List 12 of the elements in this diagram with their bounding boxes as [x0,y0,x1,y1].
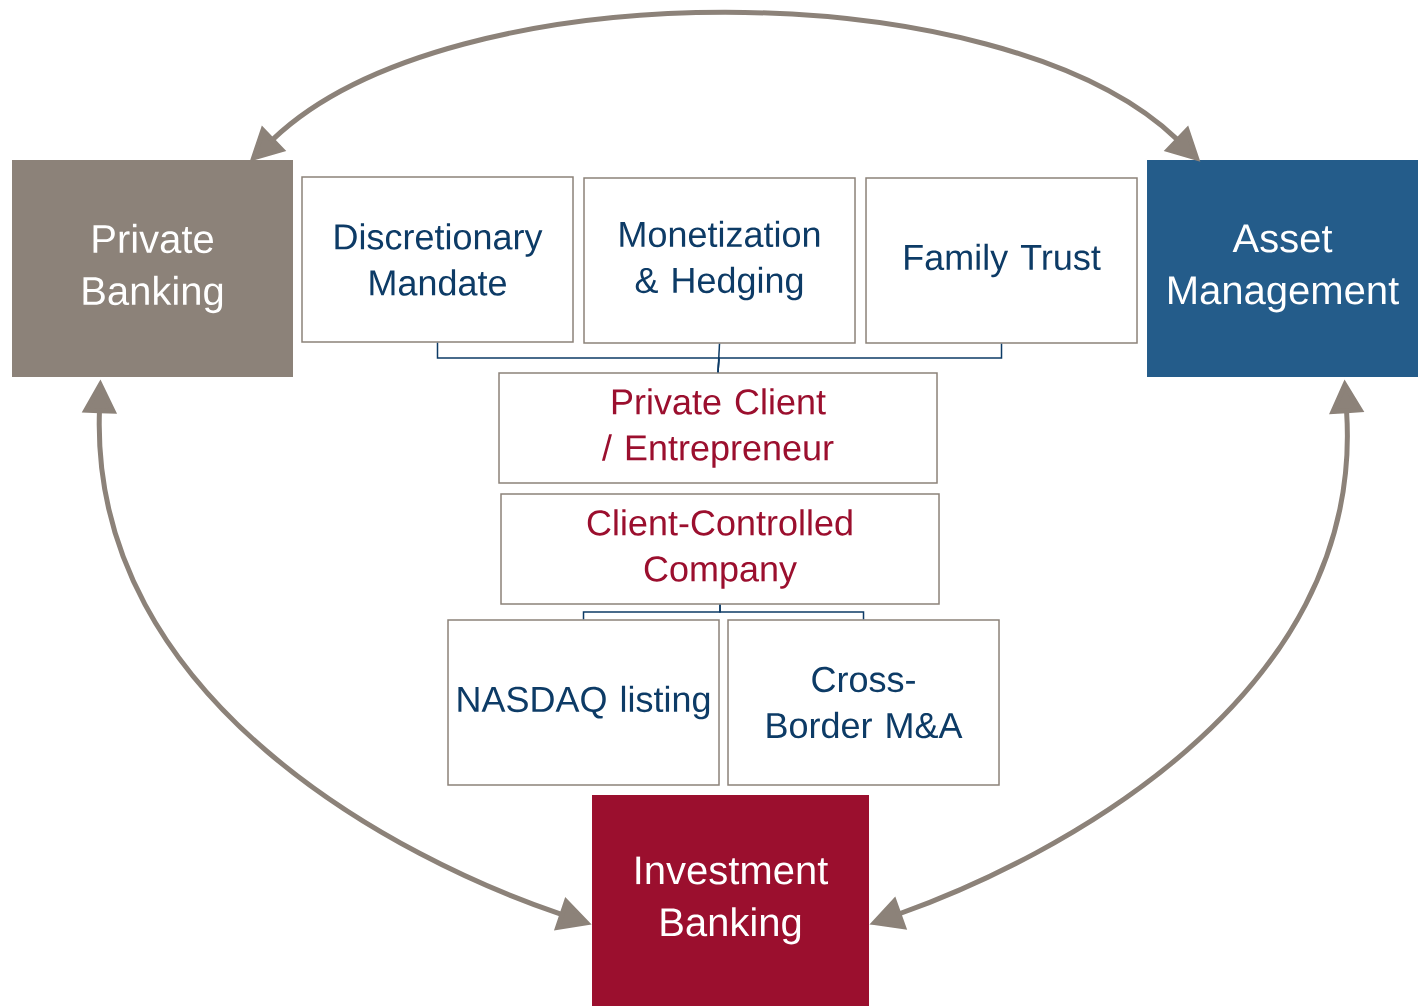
product-box: Discretionary Mandate [301,176,574,343]
service-box: Private Banking [12,160,293,377]
service-box: Asset Management [1147,160,1418,377]
connector-line [719,604,865,620]
product-box: Monetization & Hedging [583,177,856,344]
connector-line [717,343,1003,373]
client-box: Client-Controlled Company [500,493,940,605]
product-box: NASDAQ listing [447,619,720,786]
product-box: Family Trust [865,177,1138,344]
service-box: Investment Banking [592,795,869,1006]
client-box: Private Client / Entrepreneur [498,372,938,484]
product-box: Cross-Border M&A [727,619,1000,786]
